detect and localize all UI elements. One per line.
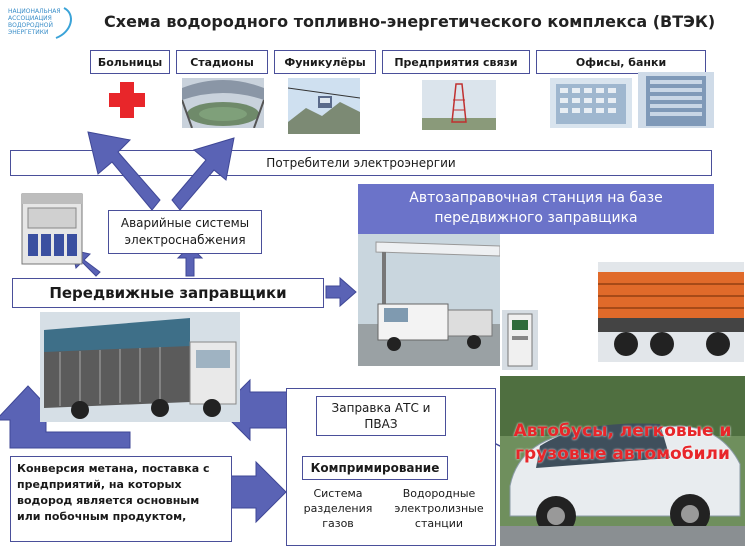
consumer-label-offices: Офисы, банки	[536, 50, 706, 74]
station-banner: Автозаправочная станция на базе передвиж…	[358, 184, 714, 234]
compression-box: Компримирование	[302, 456, 448, 480]
stadium-image	[182, 78, 264, 128]
telecom-tower-image	[422, 80, 496, 130]
consumer-label-stadiums: Стадионы	[176, 50, 268, 74]
funicular-image	[288, 78, 360, 134]
mobile-refueler-truck-image	[40, 312, 240, 422]
emergency-systems-box: Аварийные системы электроснабжения	[108, 210, 262, 254]
gas-separation-label: Система разделения газов	[303, 487, 373, 530]
office-building-image-1	[550, 78, 632, 128]
page-title: Схема водородного топливно-энергетическо…	[104, 12, 716, 31]
mobile-stations-label: Передвижные заправщики	[12, 278, 324, 308]
office-building-image-2	[638, 72, 714, 128]
hospital-cross-icon	[106, 80, 148, 120]
arrow-up-right	[171, 137, 235, 211]
logo-text: НАЦИОНАЛЬНАЯ АССОЦИАЦИЯ ВОДОРОДНОЙ ЭНЕРГ…	[8, 8, 61, 36]
arrow-up-left	[87, 131, 161, 211]
gas-station-image	[358, 234, 500, 366]
methane-conversion-box: Конверсия метана, поставка с предприятий…	[10, 456, 232, 542]
consumer-label-telecom: Предприятия связи	[382, 50, 530, 74]
vehicles-image	[500, 376, 745, 546]
vehicles-caption: Автобусы, легковые и грузовые автомобили	[513, 421, 732, 464]
consumer-label-hospitals: Больницы	[90, 50, 170, 74]
logo-swoosh-icon	[55, 7, 72, 39]
logo: НАЦИОНАЛЬНАЯ АССОЦИАЦИЯ ВОДОРОДНОЙ ЭНЕРГ…	[6, 6, 78, 40]
electrolysis-label: Водородные электролизные станции	[394, 487, 484, 530]
consumer-label-funiculars: Фуникулёры	[274, 50, 376, 74]
emergency-power-unit-image	[18, 188, 88, 268]
refuel-box: Заправка АТС и ПВАЗ	[316, 396, 446, 436]
tank-trailer-image	[598, 262, 744, 362]
arrow-to-station	[325, 276, 357, 308]
arrow-methane-right	[229, 460, 287, 524]
dispenser-image	[502, 310, 538, 370]
